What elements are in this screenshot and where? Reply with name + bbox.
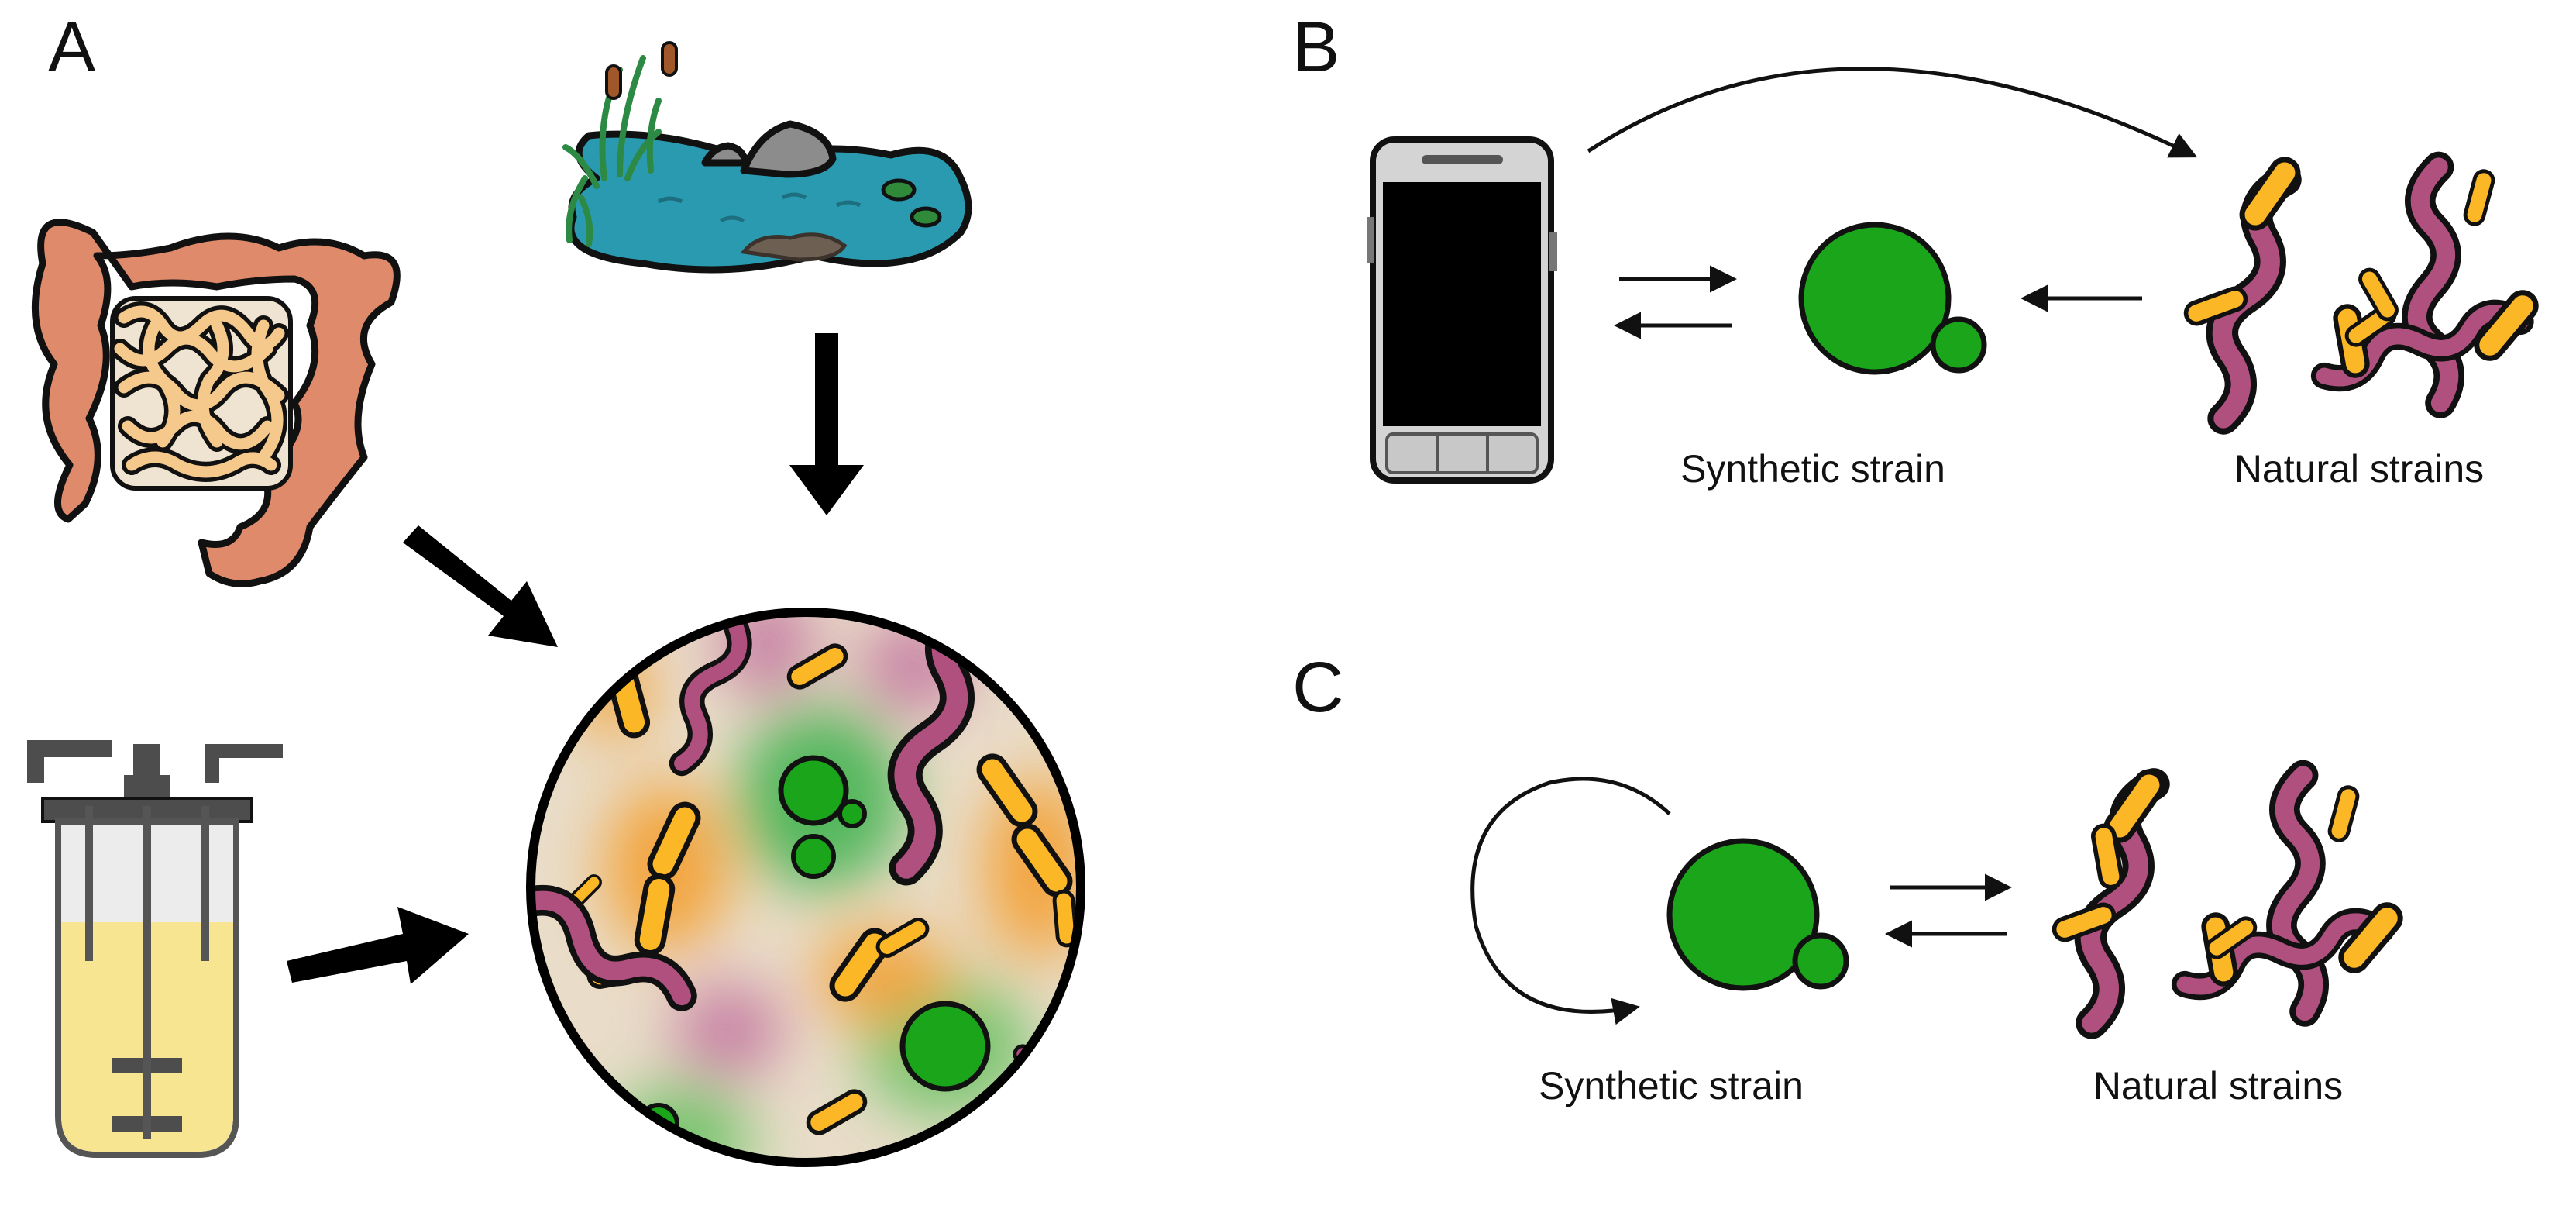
synthetic-strain-cell-c [1666, 838, 1849, 991]
synthetic-strain-label: Synthetic strain [1680, 447, 1945, 491]
phone-to-natural-arrow [1587, 67, 2198, 158]
natural-strains-label: Natural strains [2234, 447, 2484, 491]
pond-arrow [789, 333, 864, 515]
natural-strains-cluster [2183, 154, 2541, 422]
panel-label-c: C [1292, 648, 1343, 727]
natural-strains-label-c: Natural strains [2093, 1064, 2343, 1107]
microbial-community-circle [526, 608, 1085, 1167]
synthetic-strain-cell [1798, 222, 1987, 375]
bioreactor-icon [27, 740, 283, 1158]
natural-strains-cluster-c [2052, 766, 2406, 1026]
gut-arrow [403, 525, 558, 647]
bioreactor-arrow [287, 907, 469, 984]
panel-b: B Synthetic strain [1292, 8, 2541, 491]
pond-icon [562, 41, 972, 274]
panel-label-b: B [1292, 8, 1340, 87]
panel-label-a: A [48, 8, 96, 87]
panel-c: C Synthetic strain Natural strains [1292, 648, 2406, 1107]
panel-a: A [27, 8, 1085, 1167]
arrows-to-community [287, 333, 864, 984]
intestine-icon [31, 219, 401, 587]
self-loop-arrow [1470, 777, 1671, 1025]
smartphone-icon [1367, 136, 1557, 484]
synthetic-strain-label-c: Synthetic strain [1539, 1064, 1804, 1107]
